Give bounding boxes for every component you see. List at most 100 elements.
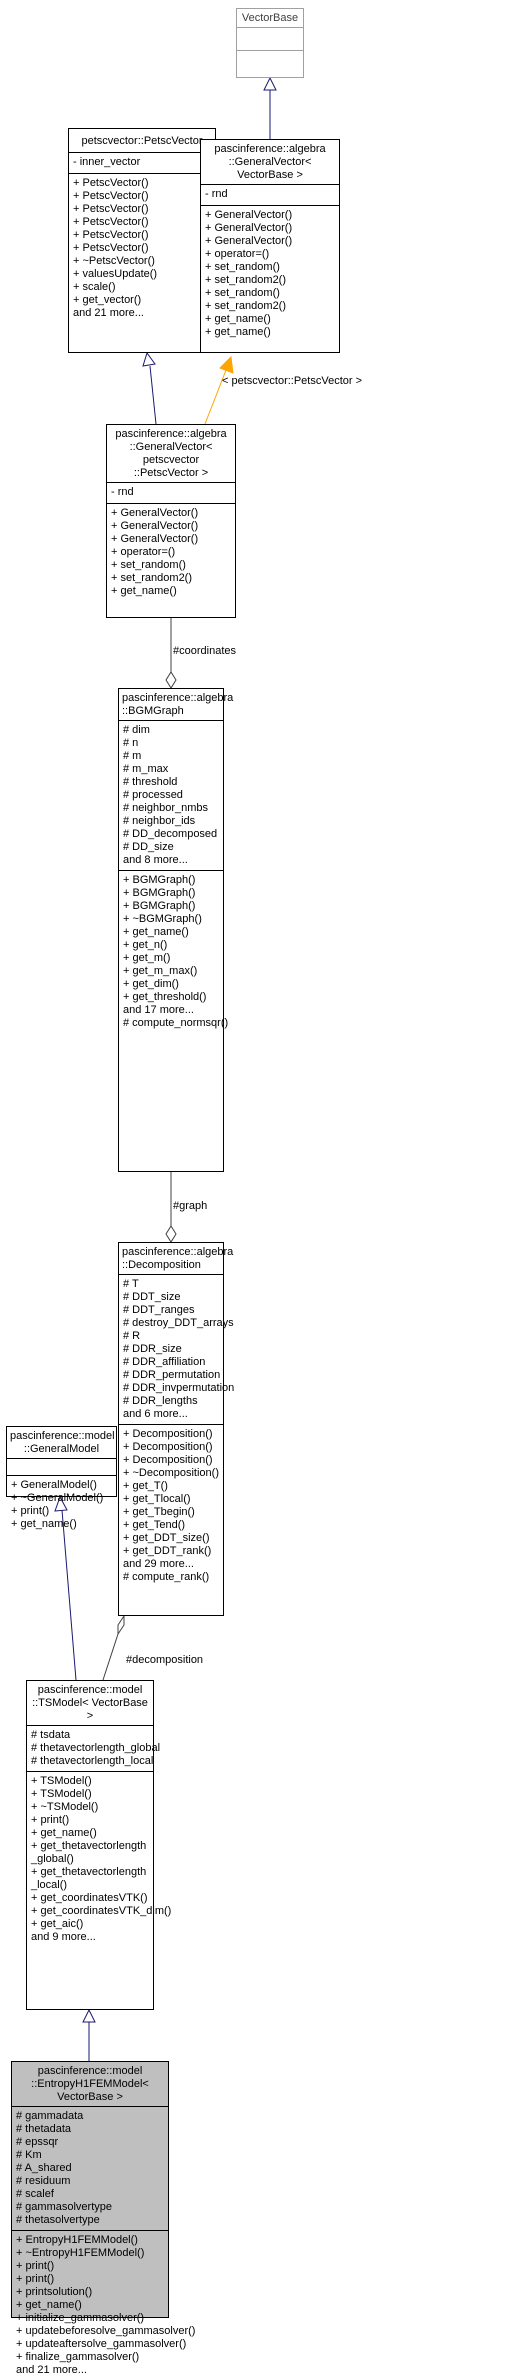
methods-section: + TSModel()+ TSModel()+ ~TSModel()+ prin… — [27, 1771, 171, 1947]
class-member: # DD_decomposed — [123, 828, 218, 840]
class-member: + get_m() — [123, 952, 171, 964]
class-member: # A_shared — [16, 2162, 72, 2174]
class-member: + EntropyH1FEMModel() — [16, 2234, 138, 2246]
class-member: and 21 more... — [16, 2364, 87, 2376]
methods-section: + EntropyH1FEMModel()+ ~EntropyH1FEMMode… — [12, 2230, 195, 2380]
class-member: and 6 more... — [123, 1408, 188, 1420]
class-member: # tsdata — [31, 1729, 71, 1741]
methods-section — [237, 50, 303, 73]
class-member: # DDR_lengths — [123, 1395, 198, 1407]
inheritance-arrowhead — [54, 1495, 68, 1512]
class-petscvector[interactable]: petscvector::PetscVector - inner_vector … — [68, 128, 216, 353]
inheritance-arrowhead — [263, 76, 277, 91]
class-member: # neighbor_nmbs — [123, 802, 209, 814]
class-member: + get_name() — [205, 313, 271, 325]
class-member: + get_threshold() — [123, 991, 207, 1003]
methods-section: + Decomposition()+ Decomposition()+ Deco… — [119, 1424, 223, 1587]
class-member: + get_name() — [11, 1518, 77, 1530]
edge-label-template: < petscvector::PetscVector > — [222, 375, 363, 387]
class-member: + ~EntropyH1FEMModel() — [16, 2247, 145, 2259]
class-member: - rnd — [111, 486, 134, 498]
class-tsmodel[interactable]: pascinference::model ::TSModel< VectorBa… — [26, 1680, 171, 2010]
composition-diamond — [117, 1614, 125, 1636]
attributes-section — [7, 1458, 116, 1475]
class-member: + get_vector() — [73, 294, 142, 306]
class-generalvector-vectorbase[interactable]: pascinference::algebra ::GeneralVector< … — [200, 139, 340, 353]
class-title: pascinference::model ::EntropyH1FEMModel… — [31, 2065, 149, 2103]
class-decomposition[interactable]: pascinference::algebra ::Decomposition #… — [118, 1242, 235, 1616]
class-member: # Km — [16, 2149, 42, 2161]
class-member: + printsolution() — [16, 2286, 93, 2298]
class-member: + get_Tend() — [123, 1519, 186, 1531]
class-member: + ~TSModel() — [31, 1801, 99, 1813]
class-member: # DDR_permutation — [123, 1369, 221, 1381]
class-member: + get_n() — [123, 939, 168, 951]
class-member: and 21 more... — [73, 307, 144, 319]
inheritance-arrowhead — [82, 2008, 96, 2023]
edge-label-decomposition: #decomposition — [126, 1654, 204, 1666]
edge-label-graph: #graph — [173, 1200, 208, 1212]
class-member: + get_m_max() — [123, 965, 198, 977]
class-title: petscvector::PetscVector — [81, 135, 203, 147]
edge-template-instance — [204, 369, 227, 425]
class-member: _local() — [31, 1879, 68, 1891]
class-member: # thetavectorlength_local — [31, 1755, 154, 1767]
class-member: + print() — [11, 1505, 50, 1517]
class-member: + get_T() — [123, 1480, 168, 1492]
class-member: + PetscVector() — [73, 177, 149, 189]
class-member: + get_thetavectorlength — [31, 1840, 147, 1852]
class-title: pascinference::algebra ::GeneralVector< … — [214, 143, 326, 181]
methods-section: + GeneralVector()+ GeneralVector()+ Gene… — [107, 503, 235, 601]
class-member: + TSModel() — [31, 1775, 92, 1787]
class-member: # epssqr — [16, 2136, 59, 2148]
attributes-section: - rnd — [107, 482, 235, 503]
class-member: # compute_normsqr() — [123, 1017, 229, 1029]
class-member: # dim — [123, 724, 150, 736]
methods-section: + GeneralVector()+ GeneralVector()+ Gene… — [201, 205, 339, 342]
class-member: + PetscVector() — [73, 242, 149, 254]
class-title: pascinference::algebra ::Decomposition — [122, 1246, 234, 1271]
class-bgmgraph[interactable]: pascinference::algebra ::BGMGraph # dim#… — [118, 688, 234, 1172]
class-member: # destroy_DDT_arrays — [123, 1317, 234, 1329]
class-member: + get_coordinatesVTK() — [31, 1892, 148, 1904]
class-member: + Decomposition() — [123, 1454, 213, 1466]
class-member: + GeneralVector() — [111, 533, 199, 545]
class-member: + Decomposition() — [123, 1428, 213, 1440]
class-member: + GeneralVector() — [111, 507, 199, 519]
class-member: + get_dim() — [123, 978, 179, 990]
class-member: # processed — [123, 789, 183, 801]
class-member: + ~GeneralModel() — [11, 1492, 104, 1504]
class-member: - inner_vector — [73, 156, 141, 168]
class-member: + initialize_gammasolver() — [16, 2312, 145, 2324]
class-generalmodel[interactable]: pascinference::model ::GeneralModel + Ge… — [6, 1426, 117, 1530]
class-member: + get_thetavectorlength — [31, 1866, 147, 1878]
class-generalvector-petscvector[interactable]: pascinference::algebra ::GeneralVector< … — [106, 424, 236, 618]
template-arrowhead — [219, 355, 234, 374]
class-member: # neighbor_ids — [123, 815, 196, 827]
class-member: + PetscVector() — [73, 216, 149, 228]
class-title: pascinference::algebra ::BGMGraph — [122, 692, 234, 717]
edge-decomposition — [102, 1633, 119, 1681]
class-vectorbase[interactable]: VectorBase — [236, 8, 304, 78]
class-member: + GeneralVector() — [205, 209, 293, 221]
class-member: + GeneralModel() — [11, 1479, 97, 1491]
edge-label-coordinates: #coordinates — [173, 645, 236, 657]
class-member: + get_aic() — [31, 1918, 84, 1930]
class-member: + set_random2() — [111, 572, 193, 584]
attributes-section: # gammadata# thetadata# epssqr# Km# A_sh… — [12, 2106, 168, 2230]
class-member: + scale() — [73, 281, 116, 293]
class-member: + get_name() — [111, 585, 177, 597]
class-member: + PetscVector() — [73, 229, 149, 241]
class-member: + ~Decomposition() — [123, 1467, 219, 1479]
class-member: - rnd — [205, 188, 228, 200]
class-member: + print() — [16, 2260, 55, 2272]
class-member: + set_random() — [111, 559, 186, 571]
class-member: # m — [123, 750, 142, 762]
class-entropyh1femmodel[interactable]: pascinference::model ::EntropyH1FEMModel… — [11, 2061, 195, 2376]
composition-diamond — [165, 1225, 177, 1243]
class-member: # DDR_invpermutation — [123, 1382, 235, 1394]
attributes-section: - rnd — [201, 184, 339, 205]
class-member: and 8 more... — [123, 854, 188, 866]
class-member: + BGMGraph() — [123, 887, 196, 899]
class-member: + TSModel() — [31, 1788, 92, 1800]
